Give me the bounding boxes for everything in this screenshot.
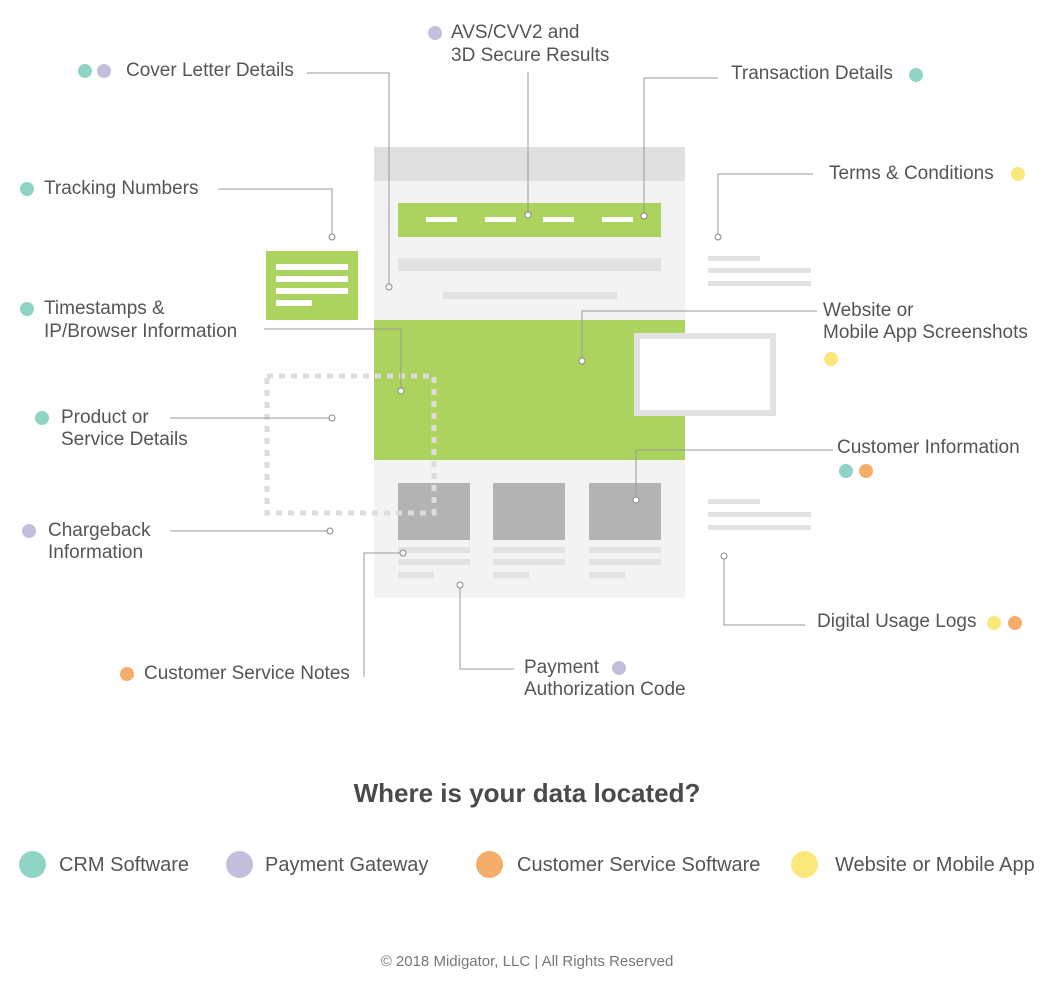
chargeback-label-line2: Information: [48, 542, 144, 563]
legend-website-dot: [791, 851, 818, 878]
payment-auth-payment-dot: [612, 661, 626, 675]
website-screens-label-line2: Mobile App Screenshots: [823, 322, 1028, 343]
legend-service-label: Customer Service Software: [517, 854, 761, 876]
digital-usage-service-dot: [1008, 616, 1022, 630]
digital-usage-website-dot: [987, 616, 1001, 630]
cover-letter-payment-dot: [97, 64, 111, 78]
page-header-bar: [374, 147, 685, 181]
payment-auth-label-line2: Authorization Code: [524, 679, 686, 700]
payment-auth-label-line1: Payment: [524, 657, 599, 678]
page-text-bar: [398, 258, 661, 271]
transaction-dashes: [426, 217, 633, 222]
timestamps-label-line2: IP/Browser Information: [44, 321, 238, 342]
question-heading: Where is your data located?: [353, 778, 701, 808]
chargeback-label-line1: Chargeback: [48, 520, 151, 541]
legend-payment-dot: [226, 851, 253, 878]
customer-info-label: Customer Information: [837, 437, 1020, 458]
chargeback-dotted-outline: [264, 373, 437, 516]
page-text-line: [443, 292, 617, 299]
avs-label-line2: 3D Secure Results: [451, 45, 610, 66]
timestamps-crm-dot: [20, 302, 34, 316]
chargeback-payment-dot: [22, 524, 36, 538]
avs-payment-dot: [428, 26, 442, 40]
cover-letter-label: Cover Letter Details: [126, 60, 294, 81]
customer-info-crm-dot: [839, 464, 853, 478]
product-tile-3: [589, 483, 661, 540]
legend-website-label: Website or Mobile App: [835, 854, 1035, 876]
terms-label: Terms & Conditions: [829, 163, 994, 184]
tracking-card-lines: [276, 264, 348, 306]
cs-notes-service-dot: [120, 667, 134, 681]
digital-usage-label: Digital Usage Logs: [817, 611, 977, 632]
transaction-label: Transaction Details: [731, 63, 893, 84]
hero-block: [374, 320, 685, 460]
product-tile-2: [493, 483, 565, 540]
cs-notes-label: Customer Service Notes: [144, 663, 350, 684]
leader-endpoints: [326, 211, 728, 589]
customer-info-service-dot: [859, 464, 873, 478]
legend-crm-dot: [19, 851, 46, 878]
website-screens-label-line1: Website or: [823, 300, 914, 321]
website-screens-website-dot: [824, 352, 838, 366]
product-label-line1: Product or: [61, 407, 149, 428]
screenshot-frame: [634, 333, 776, 416]
product-crm-dot: [35, 411, 49, 425]
cover-letter-crm-dot: [78, 64, 92, 78]
legend-payment-label: Payment Gateway: [265, 854, 429, 876]
copyright-footer: © 2018 Midigator, LLC | All Rights Reser…: [380, 953, 674, 970]
terms-text-lines: [708, 256, 811, 286]
tracking-label: Tracking Numbers: [44, 178, 199, 199]
product-label-line2: Service Details: [61, 429, 188, 450]
leader-lines: [170, 72, 833, 677]
timestamps-label-line1: Timestamps &: [44, 298, 165, 319]
tracking-crm-dot: [20, 182, 34, 196]
transaction-crm-dot: [909, 68, 923, 82]
legend-service-dot: [476, 851, 503, 878]
product-text-lines: [398, 547, 661, 578]
usage-text-lines: [708, 499, 811, 530]
terms-website-dot: [1011, 167, 1025, 181]
tracking-card: [266, 251, 358, 320]
avs-label-line1: AVS/CVV2 and: [451, 22, 580, 43]
legend-crm-label: CRM Software: [59, 854, 190, 876]
